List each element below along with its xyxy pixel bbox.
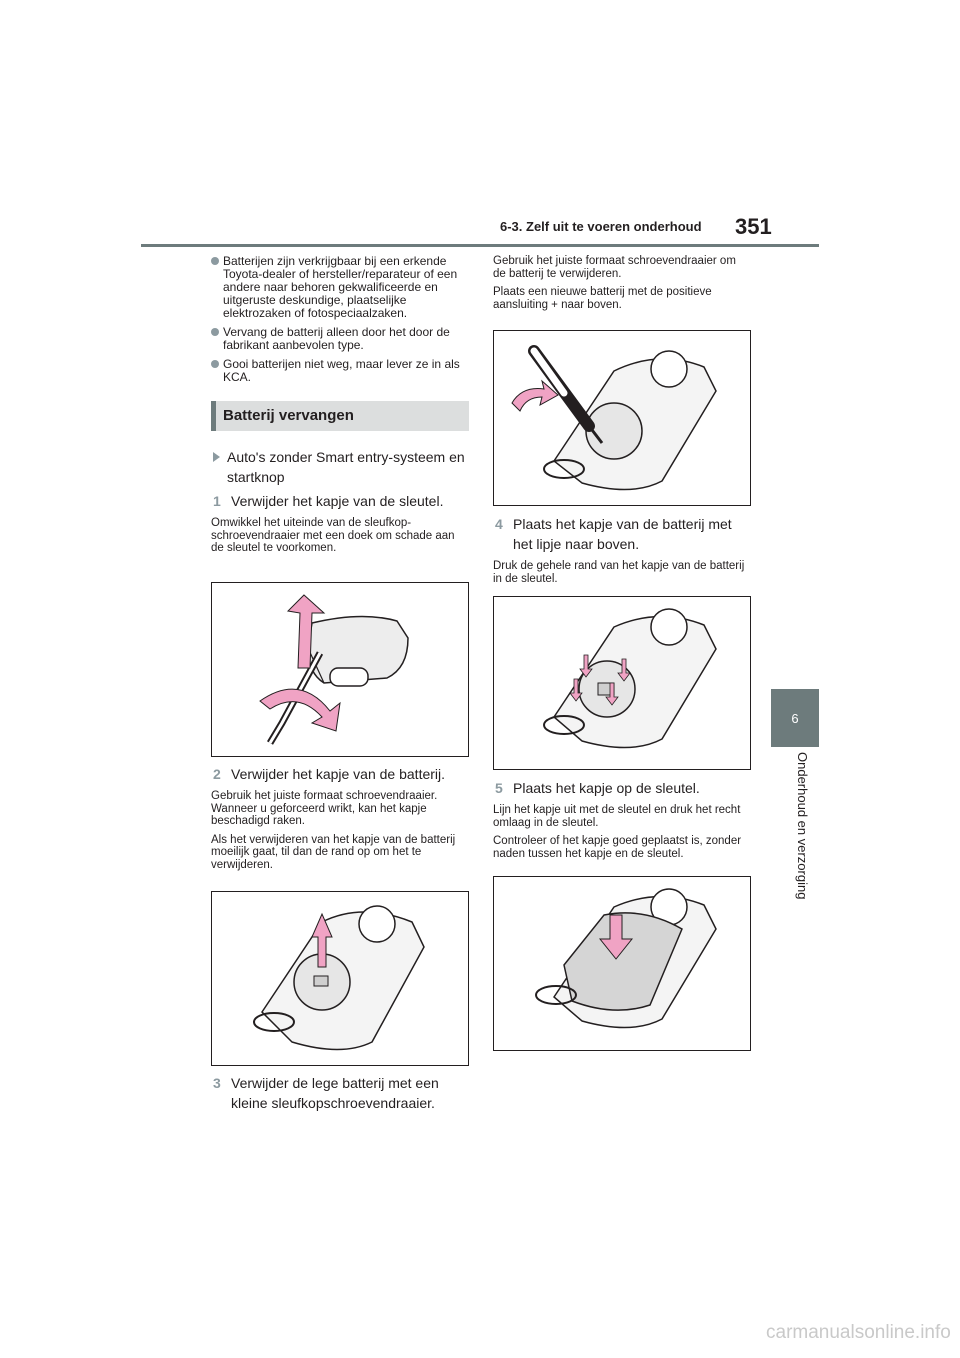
- bullet-dot-icon: [211, 328, 219, 336]
- step-5: 5 Plaats het kapje op de sleutel.: [493, 778, 751, 798]
- step-3: 3 Verwijder de lege batterij met een klei…: [211, 1073, 469, 1113]
- figure-install-key-cover: [493, 876, 751, 1051]
- step-note: Omwikkel het uiteinde van de sleufkop-sc…: [211, 517, 455, 554]
- triangle-pointer-icon: [213, 452, 220, 462]
- bullet-item: Vervang de batterij alleen door het door…: [211, 326, 469, 352]
- step-number: 3: [213, 1075, 221, 1091]
- header-rule: [141, 244, 819, 247]
- chapter-tab: 6: [771, 689, 819, 747]
- step-number: 2: [213, 766, 221, 782]
- right-column-step5: 5 Plaats het kapje op de sleutel. Lijn he…: [493, 774, 751, 860]
- step-number: 4: [495, 516, 503, 532]
- step-note: Gebruik het juiste formaat schroevendraa…: [211, 790, 438, 827]
- step-text: Verwijder het kapje van de sleutel.: [231, 493, 444, 509]
- step-text: Verwijder het kapje van de batterij.: [231, 766, 446, 782]
- bullet-item: Gooi batterijen niet weg, maar lever ze …: [211, 358, 469, 384]
- left-column: Batterijen zijn verkrijgbaar bij een erk…: [211, 255, 469, 555]
- figure-remove-battery: [493, 330, 751, 506]
- bullet-text: Vervang de batterij alleen door het door…: [223, 325, 450, 352]
- subsection-text: Auto's zonder Smart entry-systeem en sta…: [227, 449, 465, 485]
- subsection-heading: Auto's zonder Smart entry-systeem en sta…: [211, 447, 469, 487]
- page-number: 351: [735, 214, 772, 239]
- section-heading-text: Batterij vervangen: [223, 407, 354, 424]
- step-text: Plaats het kapje van de batterij met het…: [513, 516, 732, 552]
- chapter-number: 6: [791, 710, 799, 726]
- bullet-dot-icon: [211, 360, 219, 368]
- step-text: Plaats het kapje op de sleutel.: [513, 780, 700, 796]
- step-1: 1 Verwijder het kapje van de sleutel.: [211, 491, 469, 511]
- bullet-item: Batterijen zijn verkrijgbaar bij een erk…: [211, 255, 469, 320]
- step-2: 2 Verwijder het kapje van de batterij.: [211, 764, 469, 784]
- right-column: Gebruik het juiste formaat schroevendraa…: [493, 255, 751, 311]
- figure-remove-key-cover: [211, 582, 469, 757]
- step-4: 4 Plaats het kapje van de batterij met he…: [493, 514, 751, 554]
- step-note: Als het verwijderen van het kapje van de…: [211, 833, 456, 871]
- bullet-text: Gooi batterijen niet weg, maar lever ze …: [223, 357, 460, 384]
- step-number: 5: [495, 780, 503, 796]
- right-column-step4: 4 Plaats het kapje van de batterij met he…: [493, 510, 751, 585]
- step-number: 1: [213, 493, 221, 509]
- step-note: Plaats een nieuwe batterij met de positi…: [493, 286, 712, 311]
- figure-install-battery-cover: [493, 596, 751, 770]
- section-header: 6-3. Zelf uit te voeren onderhoud: [500, 219, 702, 234]
- bullet-text: Batterijen zijn verkrijgbaar bij een erk…: [223, 254, 458, 320]
- step-note: Lijn het kapje uit met de sleutel en dru…: [493, 804, 741, 829]
- left-column-bottom: 3 Verwijder de lege batterij met een klei…: [211, 1069, 469, 1113]
- watermark: carmanualsonline.info: [766, 1322, 951, 1343]
- figure-remove-battery-cover: [211, 891, 469, 1066]
- step-note: Controleer of het kapje goed geplaatst i…: [493, 835, 742, 860]
- bullet-dot-icon: [211, 257, 219, 265]
- section-heading-bar: [211, 401, 216, 431]
- left-column-lower: 2 Verwijder het kapje van de batterij. Ge…: [211, 760, 469, 871]
- chapter-title: Onderhoud en verzorging: [795, 752, 810, 900]
- step-note: Druk de gehele rand van het kapje van de…: [493, 560, 745, 585]
- step-note: Gebruik het juiste formaat schroevendraa…: [493, 255, 736, 280]
- section-heading: Batterij vervangen: [211, 401, 469, 431]
- step-text: Verwijder de lege batterij met een klein…: [231, 1075, 439, 1111]
